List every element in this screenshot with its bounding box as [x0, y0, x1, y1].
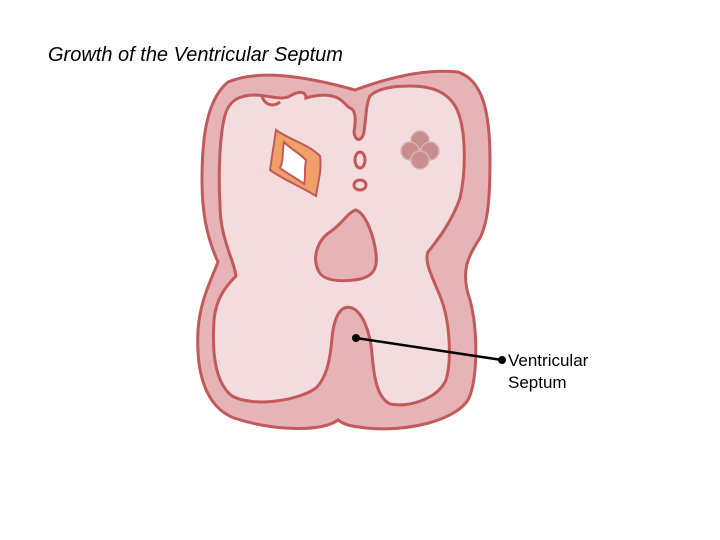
callout-leader-line: [355, 336, 503, 362]
foramen-lower: [352, 178, 368, 192]
aortic-valve-clover: [400, 130, 440, 170]
callout-line-1: Ventricular: [508, 351, 589, 370]
ventricular-septum-label: Ventricular Septum: [508, 350, 588, 394]
endocardial-cushion: [314, 208, 378, 283]
valve-inner: [278, 140, 308, 186]
foramen-upper: [353, 150, 367, 170]
callout-start-dot: [352, 334, 360, 342]
callout-end-dot: [498, 356, 506, 364]
atrial-notch: [260, 95, 281, 107]
slide-title: Growth of the Ventricular Septum: [48, 44, 343, 66]
callout-line-2: Septum: [508, 373, 567, 392]
